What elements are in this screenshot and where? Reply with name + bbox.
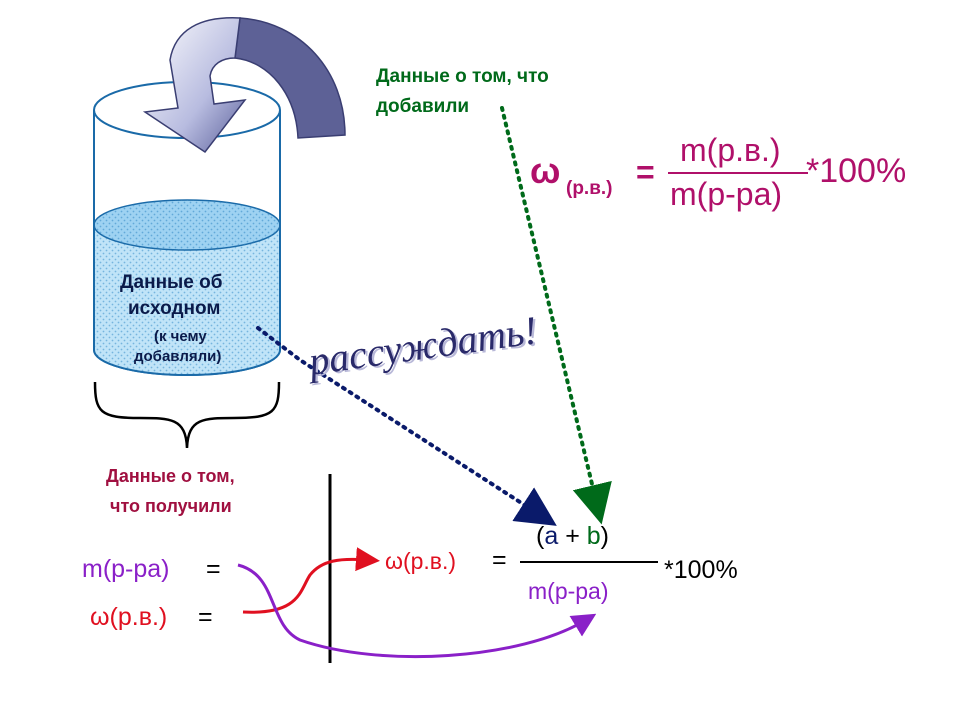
top-formula-subscript: (р.в.) <box>566 178 613 199</box>
bottom-formula-multiplier: *100% <box>664 556 738 584</box>
obtained-data-label-line2: что получили <box>110 496 232 516</box>
top-formula-multiplier: *100% <box>806 152 907 190</box>
term-a: a <box>544 522 559 550</box>
initial-data-label-line4: добавляли) <box>134 348 222 365</box>
initial-data-label-line2: исходном <box>128 298 221 319</box>
added-data-label-line2: добавили <box>376 96 470 117</box>
curly-brace <box>93 381 281 449</box>
top-formula-omega: ω <box>530 150 561 191</box>
plus-sign: + <box>565 522 580 550</box>
given-mass-equals: = <box>206 555 221 583</box>
bottom-formula-numerator: (a + b) <box>536 522 609 551</box>
added-data-label-line1: Данные о том, что <box>376 66 549 87</box>
obtained-data-label-line1: Данные о том, <box>106 466 235 486</box>
curved-arrow-icon <box>142 17 346 154</box>
navy-dotted-arrow <box>256 326 557 526</box>
paren-close: ) <box>600 522 609 550</box>
bottom-formula-fraction-line <box>520 561 658 563</box>
bottom-formula-omega: ω(р.в.) <box>385 548 457 574</box>
bottom-formula-equals: = <box>492 546 507 574</box>
top-formula-denominator: m(р-ра) <box>670 176 783 212</box>
given-mass-label: m(р-ра) <box>82 555 170 583</box>
top-formula-equals: = <box>636 154 655 190</box>
water-body-dots <box>94 225 280 375</box>
paren-open: ( <box>536 522 545 550</box>
initial-data-label-line3: (к чему <box>154 328 207 345</box>
bottom-formula-denominator: m(р-ра) <box>528 578 609 604</box>
given-omega-label: ω(р.в.) <box>90 603 168 631</box>
given-omega-equals: = <box>198 603 213 631</box>
red-curved-arrow <box>242 547 380 614</box>
top-formula-fraction-line <box>668 172 808 174</box>
purple-curved-arrow <box>237 563 597 659</box>
top-formula-numerator: m(р.в.) <box>680 132 781 168</box>
term-b: b <box>586 522 601 550</box>
water-surface-dots <box>94 200 280 250</box>
initial-data-label-line1: Данные об <box>120 272 223 293</box>
